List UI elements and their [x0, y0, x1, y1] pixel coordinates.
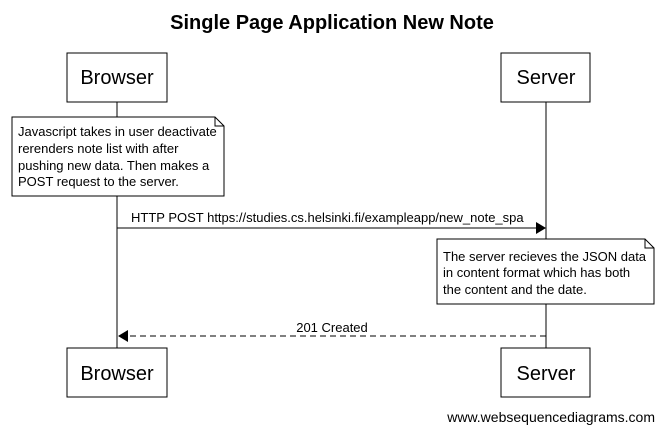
- browser-note: Javascript takes in user deactivate rere…: [11, 116, 225, 197]
- browser-note-line-3: pushing new data. Then makes a: [18, 158, 210, 173]
- response-message: 201 Created: [118, 320, 546, 342]
- footer-watermark: www.websequencediagrams.com: [446, 409, 655, 425]
- browser-actor-bottom-label: Browser: [80, 363, 154, 385]
- response-message-label: 201 Created: [296, 320, 368, 335]
- server-actor-top: Server: [500, 52, 591, 103]
- response-message-arrowhead: [118, 330, 128, 342]
- post-message-label: HTTP POST https://studies.cs.helsinki.fi…: [131, 210, 524, 225]
- server-actor-bottom-label: Server: [517, 363, 576, 385]
- browser-actor-top-label: Browser: [80, 67, 154, 89]
- browser-note-line-1: Javascript takes in user deactivate: [18, 124, 217, 139]
- server-actor-top-label: Server: [517, 67, 576, 89]
- server-note-line-1: The server recieves the JSON data: [443, 249, 647, 264]
- browser-note-line-2: rerenders note list with after: [18, 141, 179, 156]
- server-note: The server recieves the JSON data in con…: [436, 238, 655, 305]
- browser-actor-bottom: Browser: [66, 347, 168, 398]
- post-message: HTTP POST https://studies.cs.helsinki.fi…: [117, 210, 546, 234]
- diagram-title: Single Page Application New Note: [170, 12, 494, 34]
- browser-note-line-4: POST request to the server.: [18, 174, 179, 189]
- server-note-line-2: in content format which has both: [443, 265, 630, 280]
- browser-actor-top: Browser: [66, 52, 168, 103]
- server-note-line-3: the content and the date.: [443, 282, 587, 297]
- server-actor-bottom: Server: [500, 347, 591, 398]
